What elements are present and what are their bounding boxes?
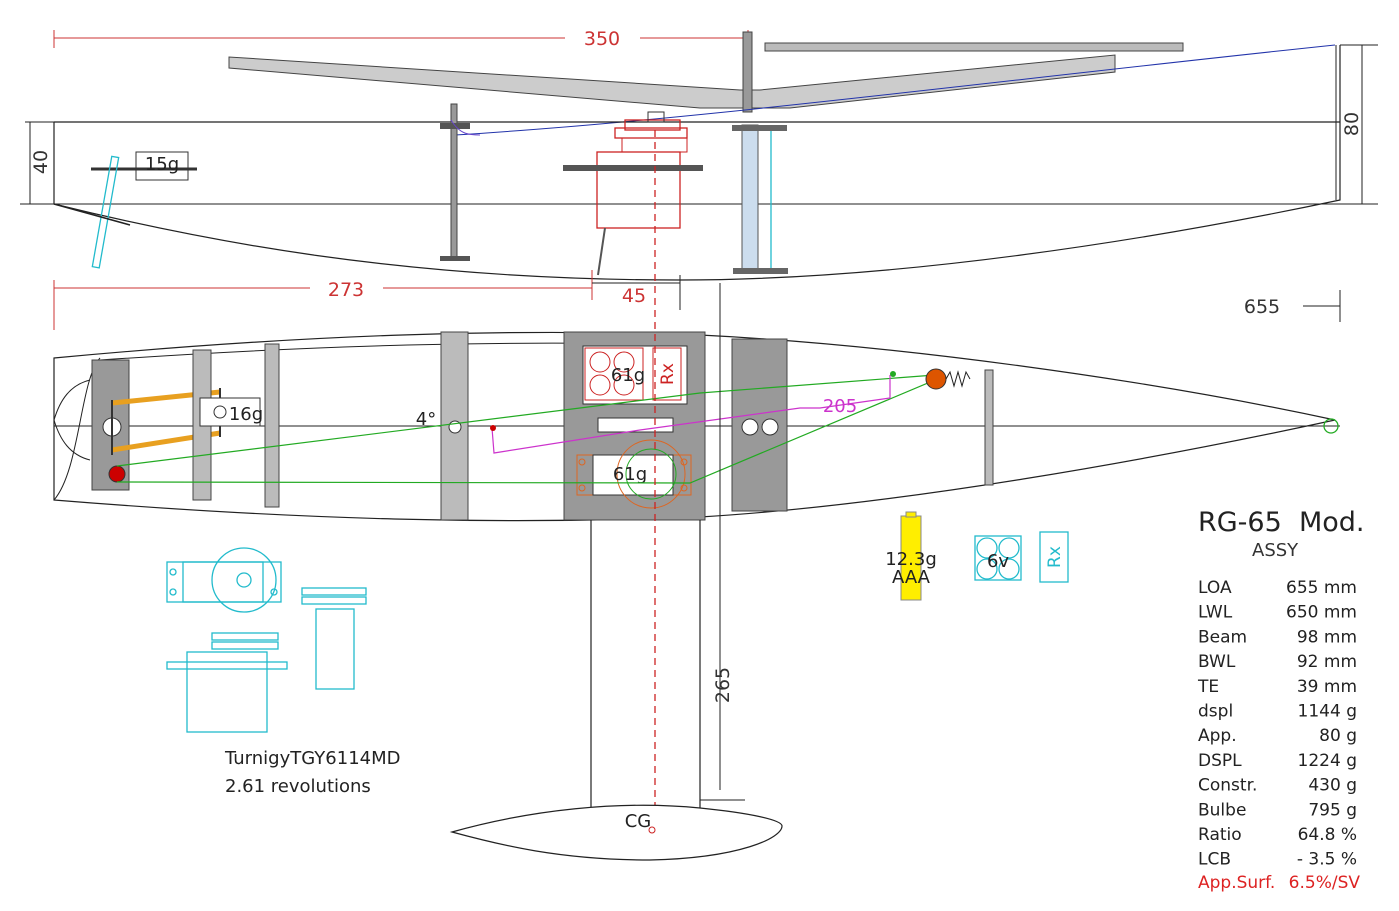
weight-16g-label: 16g bbox=[229, 404, 263, 425]
spec-app-surf-value: 6.5%/SV bbox=[1289, 873, 1361, 893]
dimension-350: 350 bbox=[53, 28, 749, 60]
dim-265-label: 265 bbox=[712, 667, 734, 703]
rudder-stock bbox=[91, 155, 120, 269]
spec-value: 430 g bbox=[1308, 776, 1357, 796]
battery-weight-label: 12.3g bbox=[885, 549, 937, 570]
servo-model-label: TurnigyTGY6114MD bbox=[224, 748, 400, 769]
spec-value: 650 mm bbox=[1286, 603, 1357, 623]
dimension-40: 40 bbox=[29, 122, 52, 204]
spec-key: Bulbe bbox=[1198, 800, 1246, 820]
spec-value: 92 mm bbox=[1297, 652, 1357, 672]
battery-pack-6v bbox=[974, 535, 1022, 581]
hull-profile bbox=[53, 45, 1341, 281]
weight-61g-servo-label: 61g bbox=[613, 464, 647, 485]
winch-servo-profile bbox=[596, 151, 681, 229]
spec-key: dspl bbox=[1198, 702, 1233, 722]
spec-value: 98 mm bbox=[1297, 627, 1357, 647]
keel-bulb bbox=[449, 804, 783, 861]
weight-61g-rx-label: 61g bbox=[611, 365, 645, 386]
spec-value: 1144 g bbox=[1298, 702, 1357, 722]
mast-step bbox=[741, 124, 759, 271]
spec-value: 795 g bbox=[1308, 800, 1357, 820]
spec-value: 39 mm bbox=[1297, 677, 1357, 697]
spec-app-surf-key: App.Surf. bbox=[1198, 873, 1275, 893]
spec-key: DSPL bbox=[1198, 751, 1242, 771]
dimension-655: 655 bbox=[1244, 290, 1341, 322]
battery-volt-label: 6v bbox=[987, 551, 1009, 572]
dimension-45: 45 bbox=[592, 275, 681, 310]
dimension-273: 273 bbox=[53, 270, 593, 330]
rudder-pulley bbox=[108, 465, 126, 483]
spec-key: Beam bbox=[1198, 627, 1247, 647]
rx-label: Rx bbox=[658, 363, 678, 385]
spec-table: LOA 655 mm LWL 650 mm Beam 98 mm BWL 92 mm TE 39 … bbox=[1197, 578, 1357, 870]
weight-15g-label: 15g bbox=[145, 154, 179, 175]
rx-component-label: Rx bbox=[1045, 546, 1065, 568]
spec-key: BWL bbox=[1198, 652, 1236, 672]
dim-45-label: 45 bbox=[622, 285, 646, 307]
frame-bow bbox=[984, 369, 994, 486]
servo-revs-label: 2.61 revolutions bbox=[225, 776, 371, 797]
spec-key: TE bbox=[1197, 677, 1219, 697]
dim-80-label: 80 bbox=[1341, 112, 1363, 136]
servo-component-views bbox=[166, 547, 367, 733]
subtitle: ASSY bbox=[1252, 540, 1299, 561]
spec-key: LWL bbox=[1198, 603, 1233, 623]
dim-350-label: 350 bbox=[584, 28, 620, 50]
frame-2 bbox=[264, 343, 280, 508]
spec-value: - 3.5 % bbox=[1297, 850, 1357, 870]
spec-key: App. bbox=[1198, 726, 1237, 746]
cg-label: CG bbox=[625, 811, 652, 832]
spec-key: LCB bbox=[1198, 850, 1231, 870]
rigging-line bbox=[454, 44, 1336, 136]
mast-top bbox=[742, 31, 753, 113]
rx-component bbox=[1039, 531, 1069, 583]
battery-type-label: AAA bbox=[892, 567, 931, 588]
jib-boom bbox=[764, 42, 1184, 52]
sheet-system: 205 bbox=[116, 368, 971, 484]
dimension-80: 80 bbox=[1340, 44, 1378, 204]
sheet-205-label: 205 bbox=[823, 396, 857, 417]
angle-label: 4° bbox=[416, 409, 436, 430]
spec-value: 64.8 % bbox=[1298, 825, 1357, 845]
dim-655-label: 655 bbox=[1244, 296, 1280, 318]
spec-key: LOA bbox=[1198, 578, 1232, 598]
spec-key: Ratio bbox=[1198, 825, 1242, 845]
main-boom bbox=[228, 54, 1116, 109]
mast-frame bbox=[731, 338, 788, 512]
rudder-servo-profile bbox=[135, 151, 189, 181]
spec-value: 80 g bbox=[1319, 726, 1357, 746]
spec-value: 1224 g bbox=[1298, 751, 1357, 771]
spec-key: Constr. bbox=[1198, 776, 1257, 796]
dim-273-label: 273 bbox=[328, 279, 364, 301]
spec-value: 655 mm bbox=[1286, 578, 1357, 598]
dim-40-label: 40 bbox=[30, 150, 52, 174]
rudder-servo-plan bbox=[199, 397, 261, 427]
title: RG-65 Mod. bbox=[1198, 507, 1364, 538]
